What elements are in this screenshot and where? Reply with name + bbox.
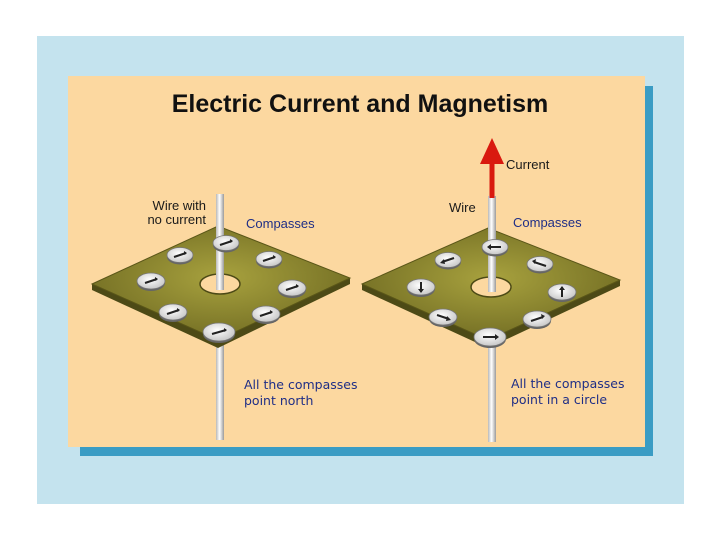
right-caption: All the compasses point in a circle — [511, 376, 624, 408]
right-compasses-label: Compasses — [513, 215, 582, 230]
left-caption: All the compasses point north — [244, 377, 357, 409]
left-caption-line2: point north — [244, 393, 314, 408]
left-wire-lower — [216, 320, 224, 440]
left-compass-4 — [136, 272, 166, 291]
right-compass-4 — [406, 278, 436, 297]
left-compass-5 — [277, 279, 307, 298]
right-apparatus — [360, 138, 622, 442]
left-caption-line1: All the compasses — [244, 377, 358, 392]
left-wire-label: Wire with no current — [140, 199, 206, 227]
left-wire-label-line1: Wire with — [152, 198, 206, 213]
left-compass-7 — [251, 305, 281, 324]
left-compass-6 — [158, 303, 188, 322]
right-wire-label: Wire — [449, 200, 476, 215]
left-apparatus — [90, 194, 352, 440]
left-compass-2 — [166, 247, 194, 265]
left-compasses-label: Compasses — [246, 216, 315, 231]
left-wire-label-line2: no current — [147, 212, 206, 227]
left-compass-1 — [212, 235, 240, 253]
left-compass-8 — [202, 322, 236, 343]
right-compass-6 — [428, 308, 458, 327]
current-label: Current — [506, 157, 550, 172]
left-compass-3 — [255, 251, 283, 269]
right-compass-2 — [434, 252, 462, 270]
right-caption-line2: point in a circle — [511, 392, 608, 407]
current-arrow-head — [480, 138, 504, 164]
right-wire-lower — [488, 320, 496, 442]
right-compass-7 — [522, 310, 552, 329]
page-title: Electric Current and Magnetism — [171, 90, 549, 118]
right-caption-line1: All the compasses — [511, 376, 625, 391]
right-compass-8 — [473, 327, 507, 348]
right-compass-5 — [547, 283, 577, 302]
left-plate-edge — [92, 278, 350, 348]
right-compass-1 — [481, 239, 509, 257]
right-compass-3 — [526, 256, 554, 274]
